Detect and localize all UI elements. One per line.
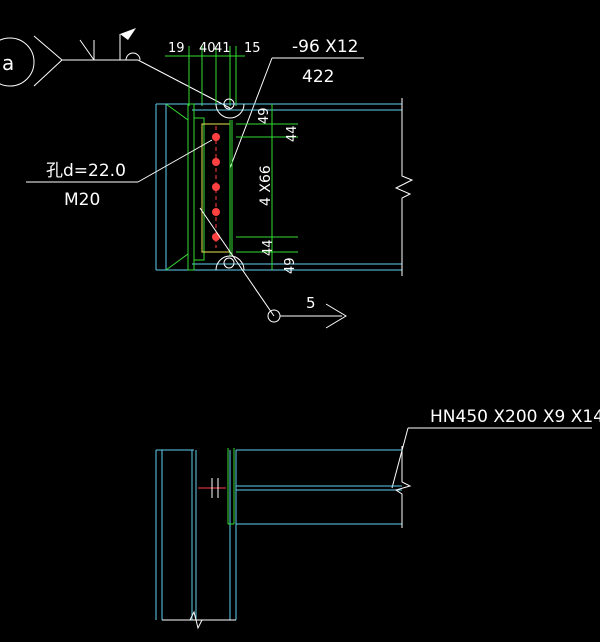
plate-length: 422 xyxy=(302,67,334,87)
top-dimensions: 19 40 41 15 xyxy=(165,41,261,106)
dim-bottom-44: 44 xyxy=(261,239,276,256)
dim-41: 41 xyxy=(214,41,231,56)
dim-40: 40 xyxy=(199,41,216,56)
section-mark-circle xyxy=(0,37,35,87)
flag-icon xyxy=(120,28,136,40)
section-mark-label: a xyxy=(2,51,14,75)
bolt-size: M20 xyxy=(64,190,100,210)
upper-elevation xyxy=(155,98,414,276)
plate-spec: -96 X12 xyxy=(292,37,358,57)
section-leader: HN450 X200 X9 X14 xyxy=(391,407,600,489)
dim-19: 19 xyxy=(168,41,185,56)
weld-symbol-top: a xyxy=(0,28,231,109)
section-label: HN450 X200 X9 X14 xyxy=(430,407,600,427)
bolt-icon xyxy=(212,133,220,141)
bolt-icon xyxy=(212,183,220,191)
bolt-icon xyxy=(212,233,220,241)
dim-top-49: 49 xyxy=(257,107,272,124)
weld-size: 5 xyxy=(306,294,316,312)
side-dimensions: 49 44 4 X66 44 49 xyxy=(236,104,300,274)
dim-top-44: 44 xyxy=(285,125,300,142)
dim-4x66: 4 X66 xyxy=(258,165,274,206)
lower-plan xyxy=(155,446,412,630)
weld-symbol-bottom: 5 xyxy=(199,207,347,329)
dim-bottom-49: 49 xyxy=(283,257,298,274)
dim-15: 15 xyxy=(244,41,261,56)
hole-leader: 孔d=22.0 M20 xyxy=(26,139,213,210)
bolt-icon xyxy=(212,208,220,216)
hole-diameter: 孔d=22.0 xyxy=(46,161,126,181)
bolt-icon xyxy=(212,158,220,166)
plate-leader: -96 X12 422 xyxy=(229,37,364,169)
